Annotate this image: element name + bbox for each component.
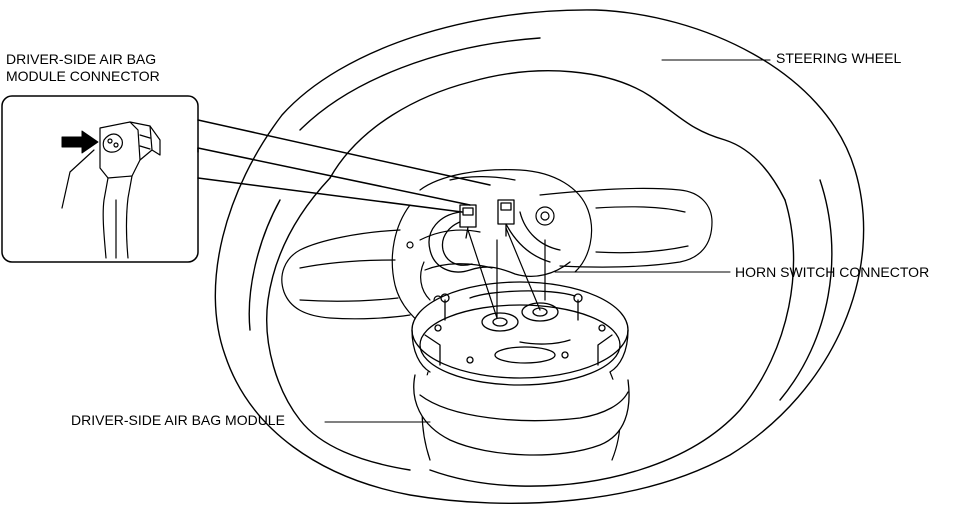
connector-detail-callout: [1, 95, 491, 263]
label-leader-lines: [324, 59, 771, 423]
steering-hub: [391, 169, 593, 331]
driver-side-air-bag-module-label: DRIVER-SIDE AIR BAG MODULE: [71, 412, 285, 428]
connector-detail-drawing: [61, 121, 161, 259]
steering-wheel-label: STEERING WHEEL: [776, 50, 902, 66]
connector-guide-lines: [467, 227, 546, 319]
connector-label-line-2: MODULE CONNECTOR: [6, 68, 160, 84]
hub-connectors: [459, 199, 515, 239]
driver-side-air-bag-module-connector-label: DRIVER-SIDE AIR BAG MODULE CONNECTOR: [6, 51, 160, 85]
air-bag-module: [411, 281, 630, 456]
connector-label-line-1: DRIVER-SIDE AIR BAG: [6, 51, 157, 67]
steering-wheel-rim: [214, 9, 865, 505]
push-arrow-icon: [61, 130, 99, 154]
horn-switch-connector-label: HORN SWITCH CONNECTOR: [735, 264, 930, 280]
